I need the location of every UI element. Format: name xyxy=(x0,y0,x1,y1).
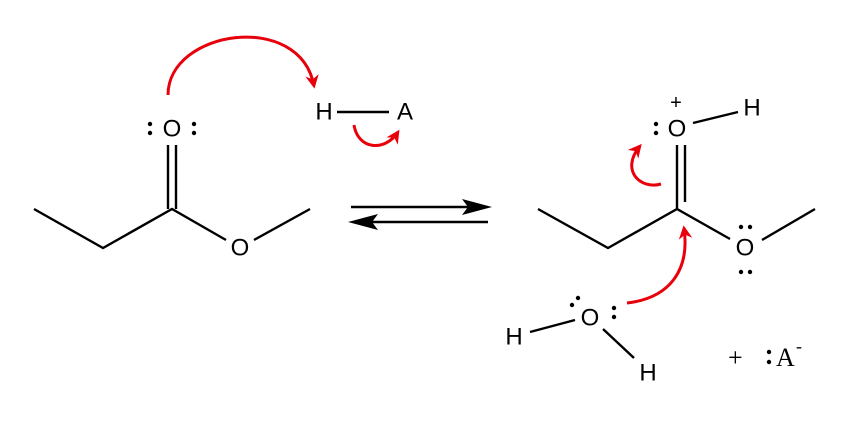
reactant-ester-oxygen: O xyxy=(231,235,250,262)
lone-pair-dot xyxy=(611,305,617,311)
lone-pair-dot xyxy=(191,121,197,127)
arrow-ha-bond-to-a xyxy=(352,124,400,148)
lone-pair-dot xyxy=(766,349,772,355)
lone-pair-dot xyxy=(569,302,575,308)
protonated-oxygen: O xyxy=(668,116,687,143)
acid-ha: H A xyxy=(315,99,413,126)
reactant-ester: O O xyxy=(33,116,311,262)
lone-pair-dot xyxy=(747,224,753,230)
arrow-pi-to-oxygen xyxy=(627,143,662,187)
lone-pair-dot xyxy=(611,314,617,320)
arrow-water-to-carbon xyxy=(626,225,693,305)
product-ester-oxygen: O xyxy=(736,235,755,262)
product-o-methyl-bond xyxy=(761,207,816,242)
reactant-chain-bonds xyxy=(33,207,227,250)
lone-pair-dot xyxy=(653,121,659,127)
acid-hydrogen: H xyxy=(315,99,332,126)
arrow-o-to-h xyxy=(166,35,319,96)
equilibrium-arrows xyxy=(348,199,492,230)
lone-pair-dot xyxy=(766,359,772,365)
lone-pair-dot xyxy=(191,130,197,136)
lone-pair-dot xyxy=(738,224,744,230)
lone-pair-dot xyxy=(653,130,659,136)
lone-pair-dot xyxy=(147,121,153,127)
acid-a: A xyxy=(397,99,413,126)
oh-hydrogen: H xyxy=(743,95,760,122)
product-ester: O + H O xyxy=(537,92,816,275)
lone-pair-dot xyxy=(738,269,744,275)
water-hydrogen-2: H xyxy=(639,360,656,387)
water-bond-2 xyxy=(602,328,635,359)
o-h-bond xyxy=(692,110,739,125)
lone-pair-dot xyxy=(575,295,581,301)
product-chain-bonds xyxy=(537,207,731,250)
water-oxygen: O xyxy=(581,305,600,332)
reactant-carbonyl-oxygen: O xyxy=(163,116,182,143)
negative-charge: - xyxy=(796,336,802,356)
water-hydrogen-1: H xyxy=(505,324,522,351)
water-bond-1 xyxy=(529,318,576,334)
conjugate-base: + A - xyxy=(728,336,802,372)
water: O H H xyxy=(505,295,657,387)
lone-pair-dot xyxy=(747,269,753,275)
lone-pair-dot xyxy=(147,130,153,136)
positive-charge: + xyxy=(670,92,682,114)
reactant-o-methyl-bond xyxy=(253,207,311,242)
conjugate-base-a: A xyxy=(776,343,795,372)
plus-sign: + xyxy=(728,343,743,372)
